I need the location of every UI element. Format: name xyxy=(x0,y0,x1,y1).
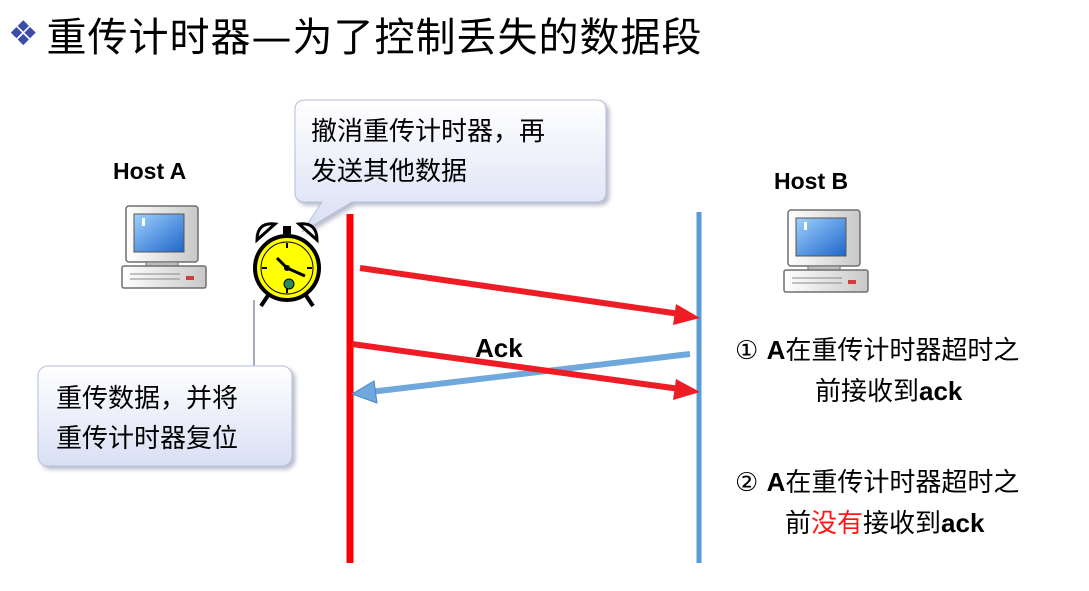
note-2-text: 在重传计时器超时之 xyxy=(785,468,1020,498)
host-b-label: Host B xyxy=(774,168,849,194)
data-arrow-1 xyxy=(359,265,700,325)
note-2: ② A在重传计时器超时之 前没有接收到ack xyxy=(735,462,1019,544)
callout-bottom-text: 重传数据，并将 重传计时器复位 xyxy=(56,379,238,459)
data-arrow-2 xyxy=(351,341,700,400)
note-2-number: ② xyxy=(735,468,759,498)
note-2-highlight: 没有 xyxy=(811,509,864,539)
note-1: ① A在重传计时器超时之 前接收到ack xyxy=(735,330,1019,412)
page-title: ❖ 重传计时器—为了控制丢失的数据段 xyxy=(8,4,702,64)
note-2-ack: ack xyxy=(941,508,985,538)
note-1-host: A xyxy=(766,335,786,365)
note-1-line2-text: 前接收到 xyxy=(815,377,920,407)
alarm-clock-icon xyxy=(253,222,321,308)
note-1-ack: ack xyxy=(919,376,963,406)
callout-top-bubble xyxy=(294,99,607,233)
callout-top-text: 撤消重传计时器，再 发送其他数据 xyxy=(311,112,545,192)
ack-arrow xyxy=(350,351,691,404)
callout-top-line1: 撤消重传计时器，再 xyxy=(311,117,546,147)
note-2-line2: 前没有接收到ack xyxy=(735,503,1019,544)
callout-top-line2: 发送其他数据 xyxy=(311,157,468,187)
callout-bottom-bubble xyxy=(37,300,293,467)
title-text: 重传计时器—为了控制丢失的数据段 xyxy=(46,15,703,61)
callout-bottom-line2: 重传计时器复位 xyxy=(56,424,239,454)
note-2-line2-pre: 前 xyxy=(785,509,812,539)
ack-label: Ack xyxy=(475,333,523,363)
note-1-text: 在重传计时器超时之 xyxy=(785,336,1020,366)
computer-icon xyxy=(121,205,207,289)
host-a-label: Host A xyxy=(113,158,187,184)
diamond-bullet-icon: ❖ xyxy=(8,14,39,54)
note-1-line2: 前接收到ack xyxy=(735,371,1019,412)
computer-icon xyxy=(783,209,869,293)
callout-bottom-line1: 重传数据，并将 xyxy=(56,384,239,414)
note-2-line1: ② A在重传计时器超时之 xyxy=(735,462,1019,503)
note-2-host: A xyxy=(766,467,786,497)
note-1-number: ① xyxy=(735,336,759,366)
note-1-line1: ① A在重传计时器超时之 xyxy=(735,330,1019,371)
note-2-line2-mid: 接收到 xyxy=(863,509,942,539)
